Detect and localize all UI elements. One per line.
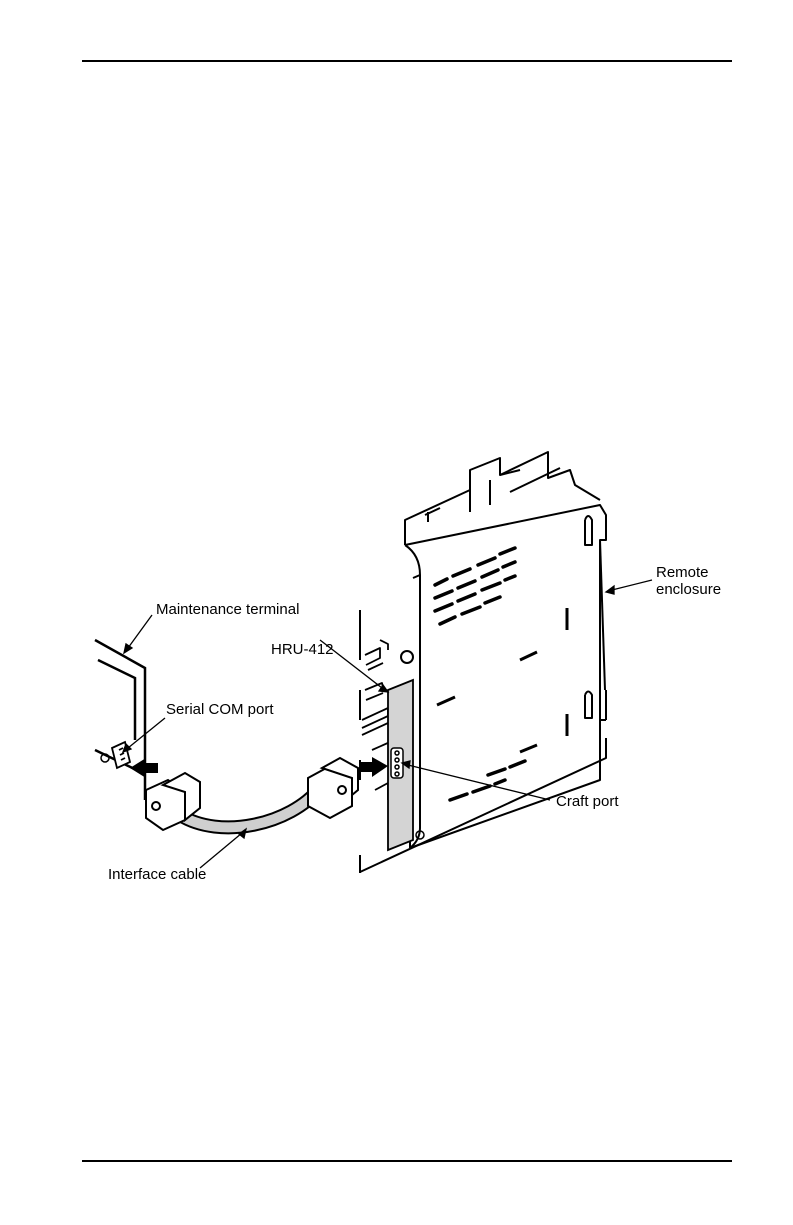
enclosure-top-fins xyxy=(405,452,600,545)
label-serial-com-port: Serial COM port xyxy=(166,701,274,718)
label-maintenance-terminal: Maintenance terminal xyxy=(156,601,299,618)
arrow-into-terminal xyxy=(130,758,158,778)
label-interface-cable: Interface cable xyxy=(108,866,206,883)
interface-cable xyxy=(146,758,358,830)
arrow-into-craft-port xyxy=(360,757,388,777)
mounting-slots xyxy=(585,516,606,720)
footer-rule xyxy=(82,1160,732,1162)
maintenance-terminal xyxy=(95,640,145,800)
label-remote-enclosure-line1: Remote xyxy=(656,564,709,581)
cable-plug-right xyxy=(308,758,358,818)
label-remote-enclosure-line2: enclosure xyxy=(656,581,721,598)
panel-dashes xyxy=(437,608,567,752)
internal-shelves xyxy=(362,640,390,800)
label-craft-port: Craft port xyxy=(556,793,619,810)
vent-slots xyxy=(435,548,525,800)
label-hru-412: HRU-412 xyxy=(271,641,334,658)
panel-screw xyxy=(401,651,413,663)
figure-labels: Remote enclosure Maintenance terminal HR… xyxy=(108,564,721,883)
